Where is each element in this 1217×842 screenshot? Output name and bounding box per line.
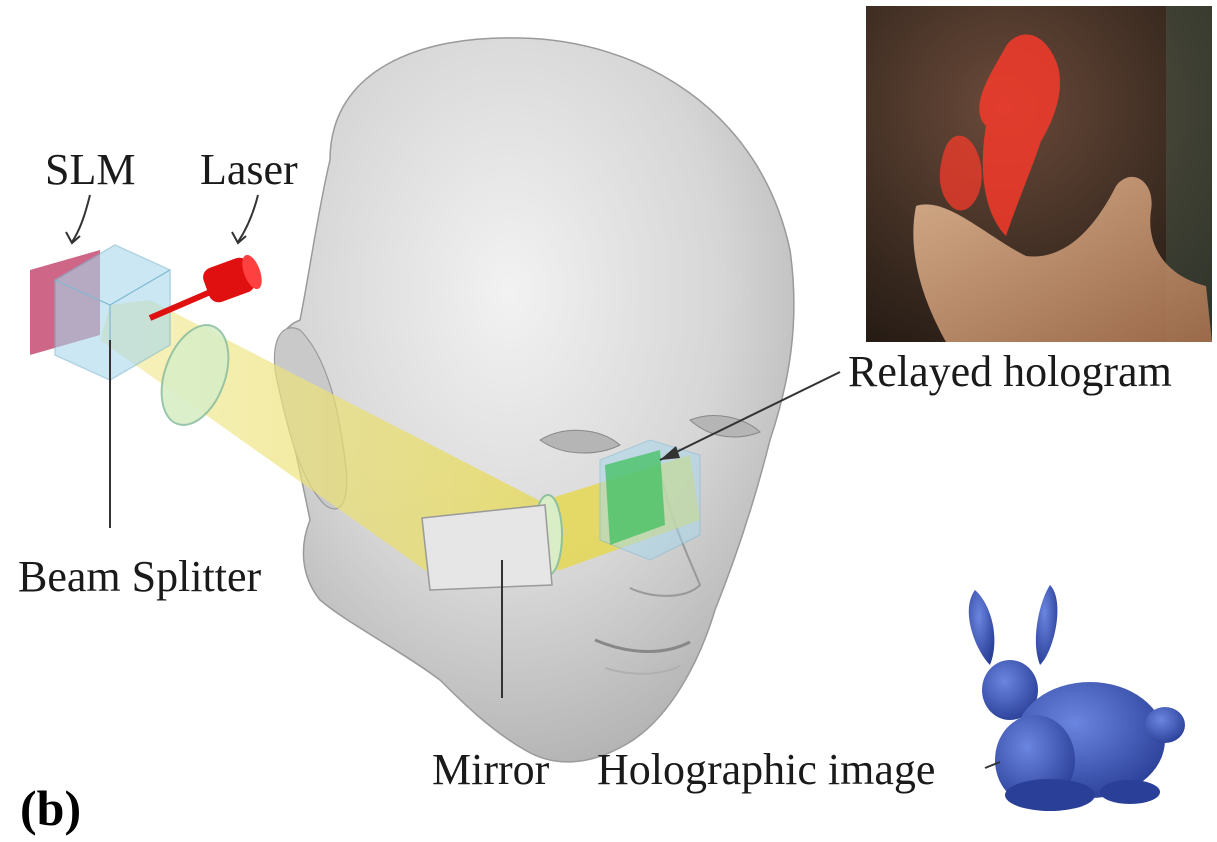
slm-label: SLM [45, 148, 135, 192]
hologram-photo [866, 6, 1212, 342]
holographic-image-label: Holographic image [597, 748, 935, 792]
relayed-hologram-label: Relayed hologram [848, 350, 1172, 394]
laser-arrow [238, 195, 258, 242]
bunny-model [969, 585, 1185, 811]
mirror-plate [422, 505, 552, 590]
slm-arrowhead [66, 232, 80, 243]
beam-splitter-label: Beam Splitter [18, 555, 261, 599]
laser-label: Laser [200, 148, 298, 192]
relayed-hologram-cube [600, 440, 700, 560]
panel-label: (b) [20, 783, 81, 833]
head-model [274, 38, 794, 762]
mirror-label: Mirror [432, 748, 549, 792]
slm-arrow [72, 195, 90, 242]
